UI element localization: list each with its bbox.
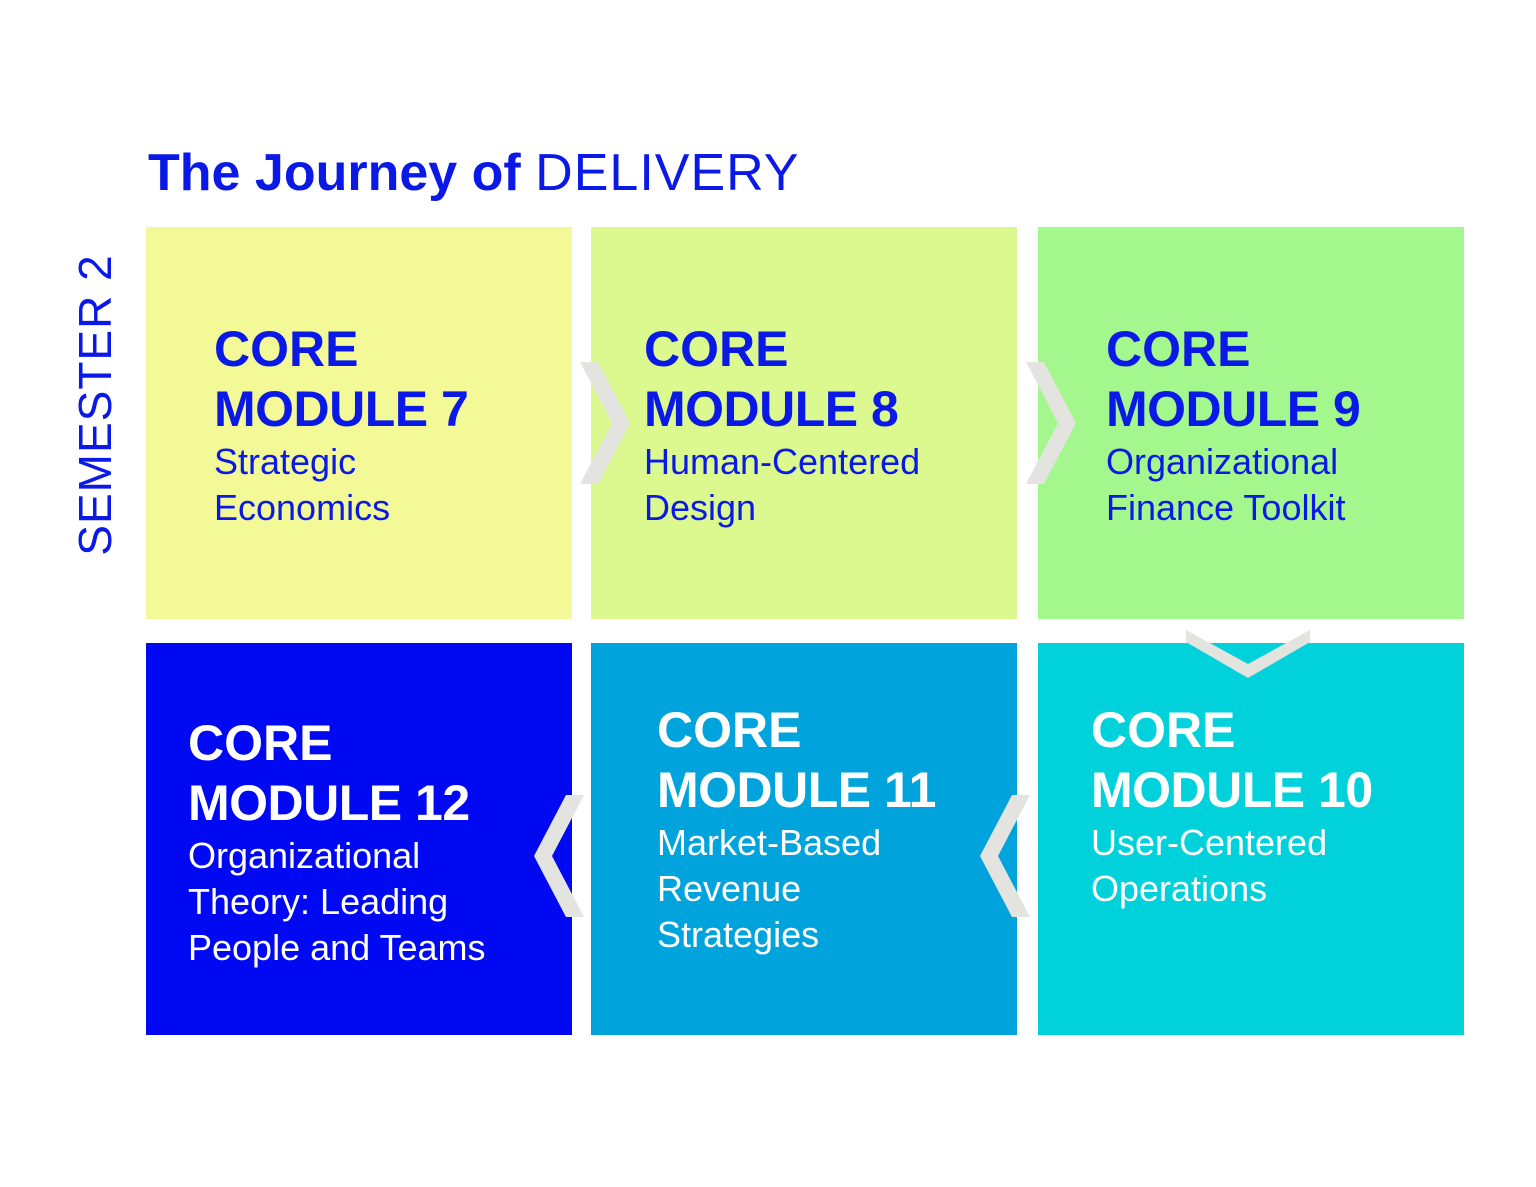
module-core-label: CORE bbox=[1106, 321, 1251, 377]
module-subtitle-line: Revenue bbox=[657, 868, 802, 909]
chevron-right-icon bbox=[580, 362, 630, 484]
page-title: The Journey of DELIVERY bbox=[148, 140, 799, 206]
module-tile-11: CORE MODULE 11 Market-Based Revenue Stra… bbox=[591, 643, 1017, 1035]
module-subtitle-line: Theory: Leading bbox=[188, 881, 449, 922]
module-subtitle-line: Organizational bbox=[1106, 441, 1339, 482]
module-core-label: CORE bbox=[214, 321, 359, 377]
module-subtitle-line: Economics bbox=[214, 487, 391, 528]
module-core-label: CORE bbox=[1091, 702, 1236, 758]
module-number: MODULE 11 bbox=[657, 762, 936, 818]
module-number: MODULE 7 bbox=[214, 381, 469, 437]
module-tile-8: CORE MODULE 8 Human-Centered Design bbox=[591, 227, 1017, 619]
module-tile-10: CORE MODULE 10 User-Centered Operations bbox=[1038, 643, 1464, 1035]
module-subtitle-line: Market-Based bbox=[657, 822, 882, 863]
chevron-down-icon bbox=[1186, 630, 1310, 678]
module-tile-12: CORE MODULE 12 Organizational Theory: Le… bbox=[146, 643, 572, 1035]
title-bold: The Journey of bbox=[148, 144, 521, 202]
module-core-label: CORE bbox=[657, 702, 802, 758]
module-number: MODULE 9 bbox=[1106, 381, 1361, 437]
module-subtitle-line: Finance Toolkit bbox=[1106, 487, 1346, 528]
module-tile-7: CORE MODULE 7 Strategic Economics bbox=[146, 227, 572, 619]
module-tile-9: CORE MODULE 9 Organizational Finance Too… bbox=[1038, 227, 1464, 619]
chevron-left-icon bbox=[534, 795, 584, 917]
module-core-label: CORE bbox=[644, 321, 789, 377]
module-subtitle-line: Organizational bbox=[188, 835, 421, 876]
module-subtitle-line: Operations bbox=[1091, 868, 1268, 909]
module-subtitle-line: User-Centered bbox=[1091, 822, 1328, 863]
title-light: DELIVERY bbox=[535, 144, 800, 202]
module-core-label: CORE bbox=[188, 715, 333, 771]
module-number: MODULE 12 bbox=[188, 775, 470, 831]
module-subtitle-line: Strategies bbox=[657, 914, 820, 955]
module-number: MODULE 10 bbox=[1091, 762, 1373, 818]
module-subtitle-line: Design bbox=[644, 487, 757, 528]
module-number: MODULE 8 bbox=[644, 381, 899, 437]
module-subtitle-line: People and Teams bbox=[188, 927, 486, 968]
module-subtitle-line: Human-Centered bbox=[644, 441, 921, 482]
chevron-right-icon bbox=[1026, 362, 1076, 484]
module-subtitle-line: Strategic bbox=[214, 441, 357, 482]
chevron-left-icon bbox=[980, 795, 1030, 917]
semester-label: SEMESTER 2 bbox=[69, 254, 121, 556]
